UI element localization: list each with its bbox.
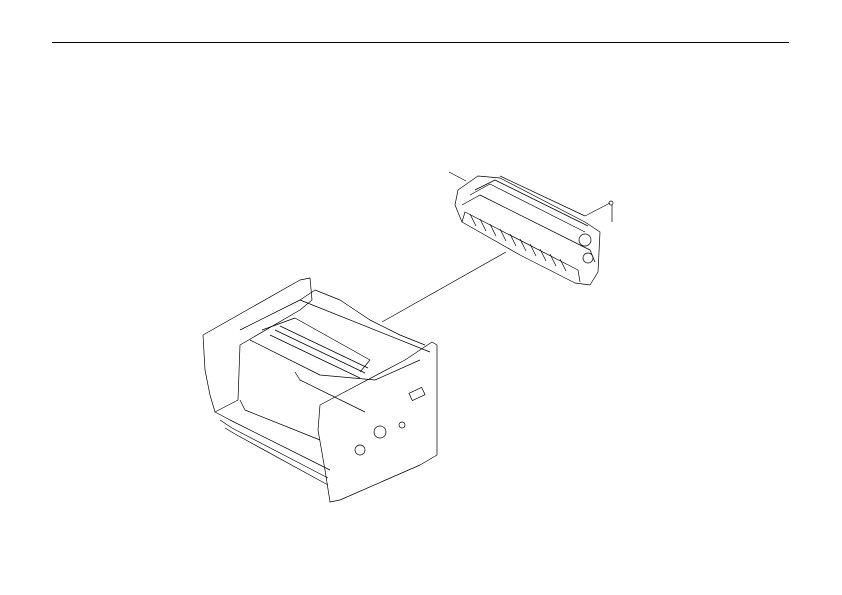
bottom-rails <box>214 371 366 486</box>
left-side-plate <box>202 277 313 413</box>
roller-bar <box>269 325 369 379</box>
right-side-plate <box>317 341 438 503</box>
main-frame <box>202 277 438 503</box>
fuser-unit <box>454 175 601 286</box>
top-beam <box>239 299 431 353</box>
screw-icon <box>608 200 614 206</box>
fuser-ribs <box>469 213 567 272</box>
header-rule <box>52 42 789 43</box>
leader-lines <box>381 171 613 323</box>
